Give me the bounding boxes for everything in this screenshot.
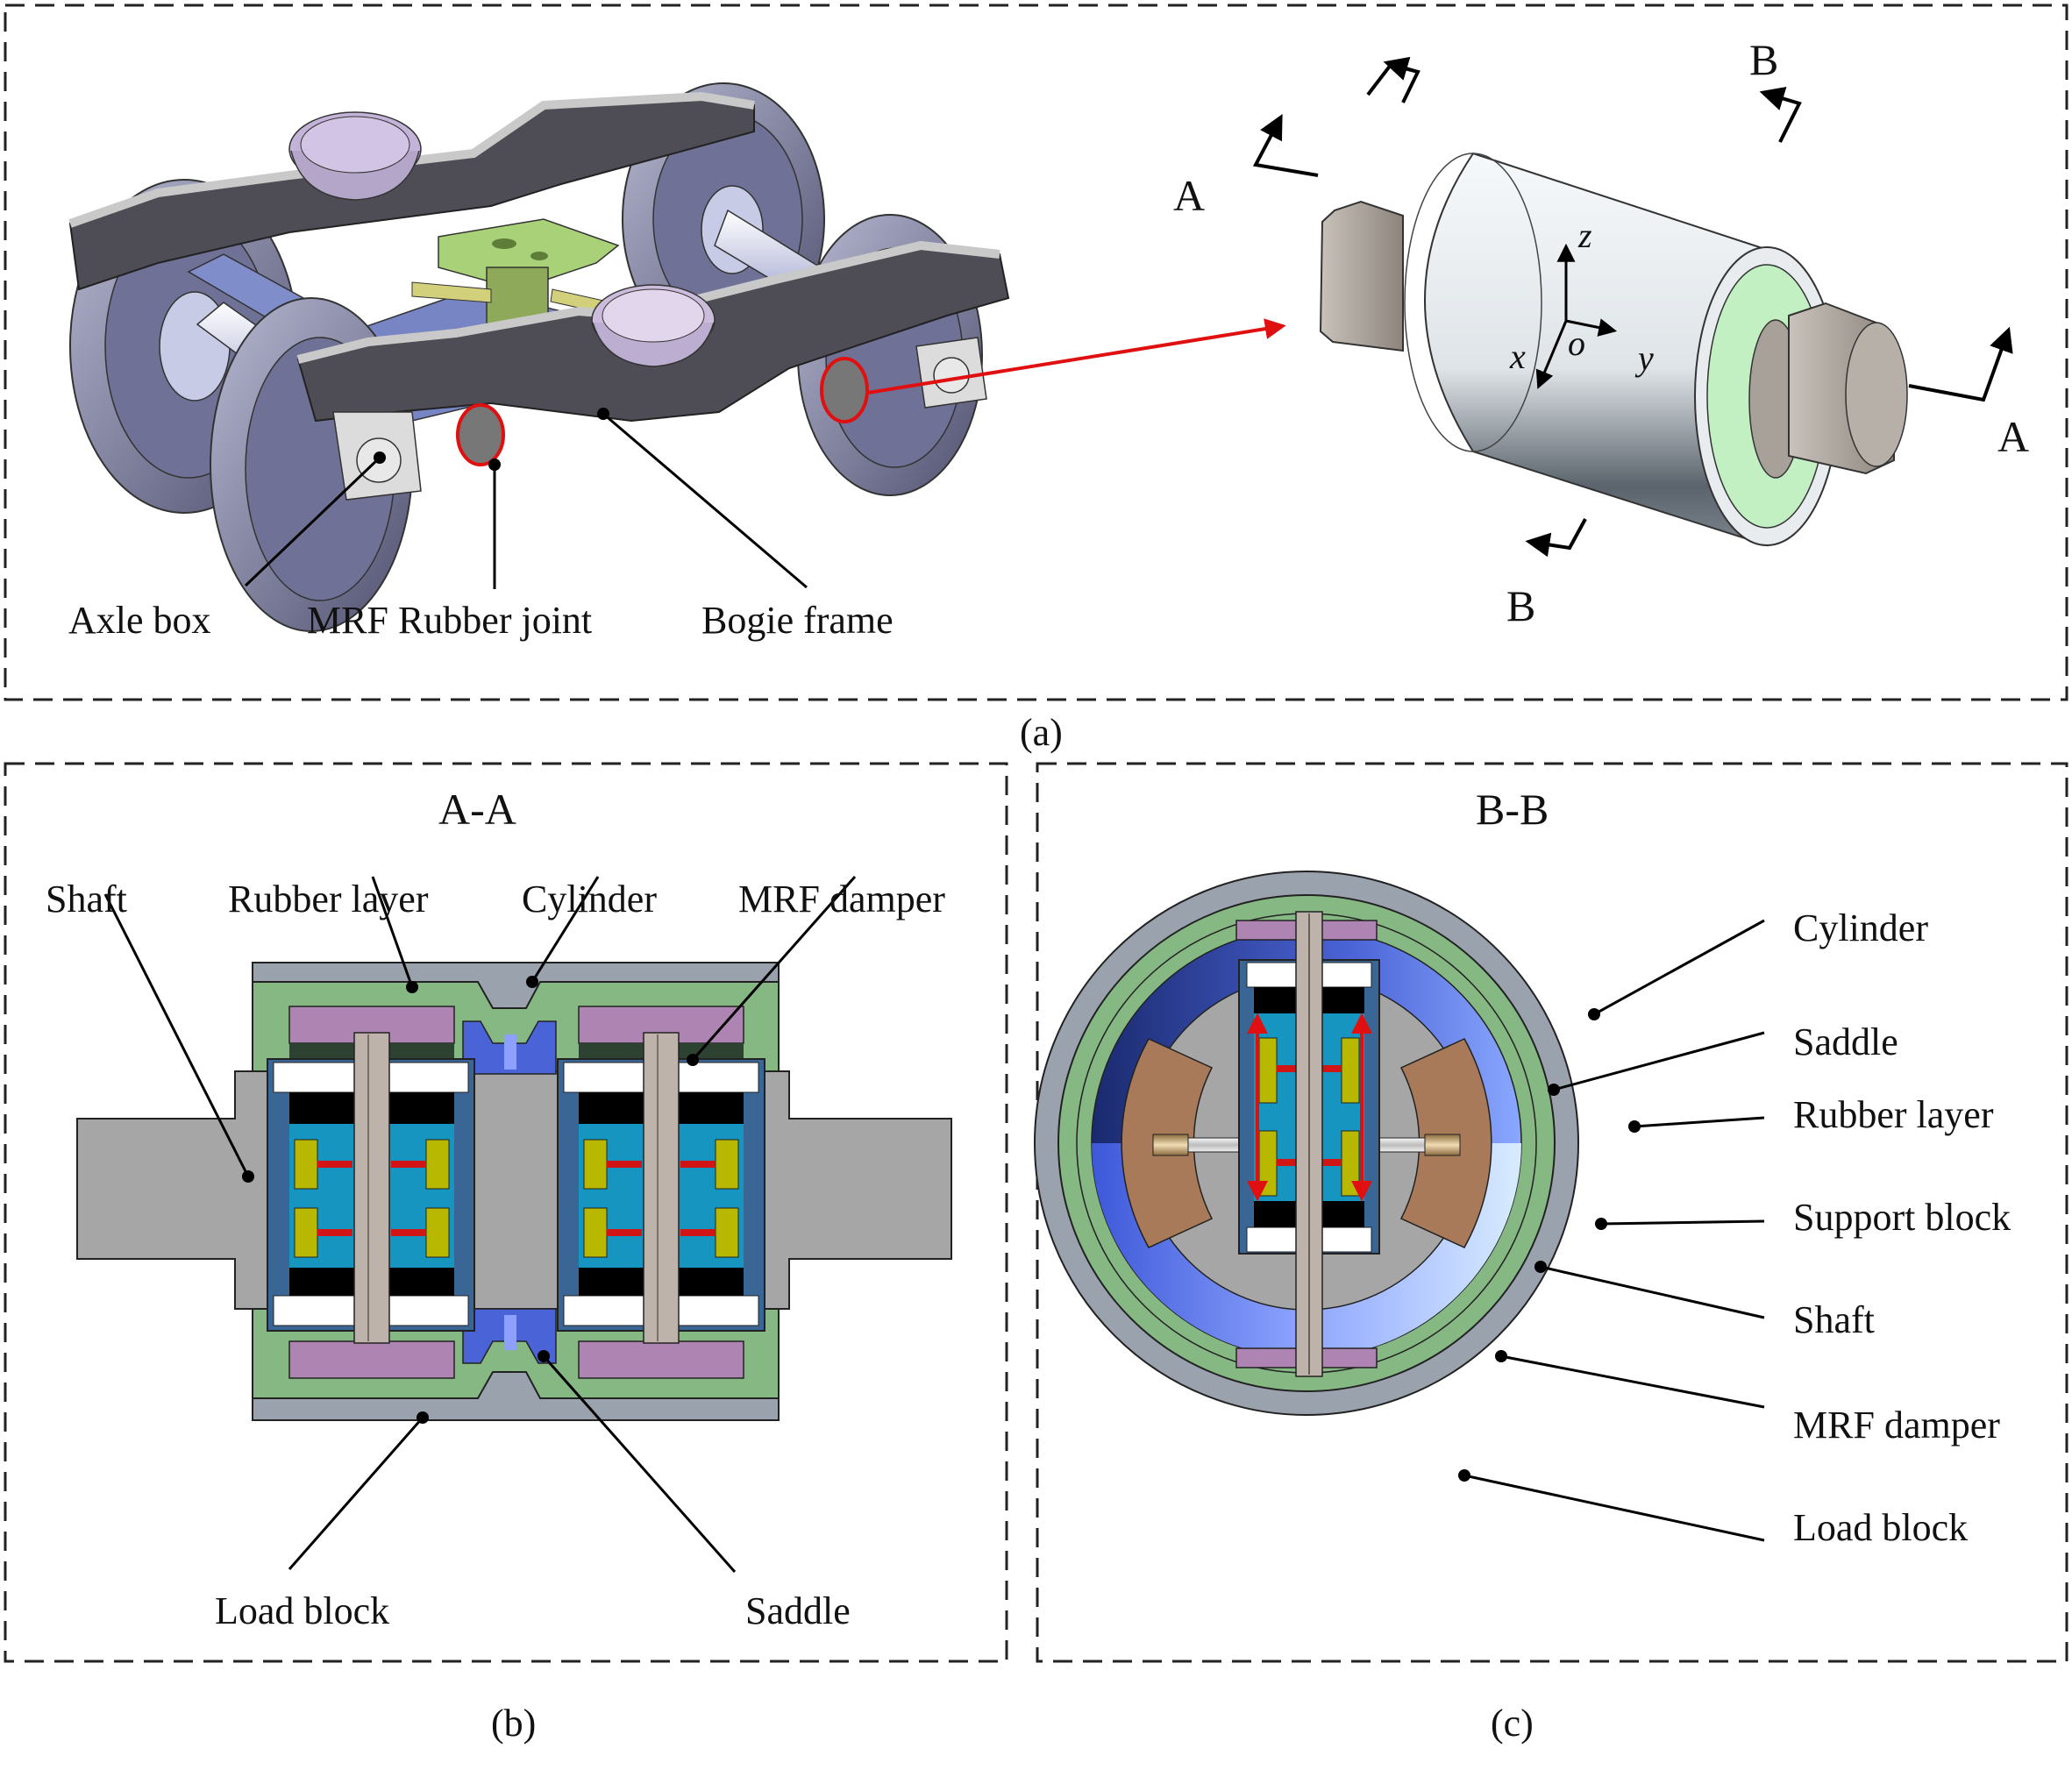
aa-mrf-damper-right <box>557 1032 765 1344</box>
aa-leader-shaft <box>103 893 250 1177</box>
bb-label-support-block: Support block <box>1793 1196 2011 1239</box>
panel-b-frame <box>4 762 1008 1663</box>
section-title-aa: A-A <box>438 785 516 834</box>
axle-box-rear <box>915 337 987 409</box>
bb-mrf-damper <box>1238 911 1380 1377</box>
label-bogie-frame: Bogie frame <box>701 599 894 642</box>
bb-leader-load-block <box>1463 1474 1765 1542</box>
section-label-a-right: A <box>1997 412 2029 461</box>
axis-label-y: y <box>1634 338 1654 378</box>
caption-a: (a) <box>1020 711 1063 754</box>
aa-label-mrf-damper: MRF damper <box>738 878 945 921</box>
aa-mrf-damper-left <box>267 1032 475 1344</box>
aa-shaft <box>76 1070 952 1310</box>
bb-label-saddle: Saddle <box>1793 1020 1898 1063</box>
air-spring-front <box>591 284 716 367</box>
panel-c: B-B <box>1034 762 2068 1663</box>
axis-label-origin: o <box>1568 323 1585 363</box>
leader-bogie-frame <box>602 412 808 589</box>
bb-leader-cylinder <box>1593 919 1765 1016</box>
section-label-b-bottom: B <box>1506 581 1535 630</box>
bb-leader-support-block <box>1600 1219 1765 1226</box>
aa-leader-rubber-layer <box>371 876 414 988</box>
aa-load-block-br <box>578 1340 744 1379</box>
section-label-b-top: B <box>1749 35 1778 84</box>
caption-b: (b) <box>491 1702 536 1745</box>
panel-c-frame <box>1036 762 2068 1663</box>
section-mark-b-top: B <box>1366 35 1778 103</box>
aa-load-block-bl <box>288 1340 455 1379</box>
shaft-end-left <box>1319 200 1404 352</box>
section-mark-a-left: A <box>1173 114 1319 220</box>
panel-a-frame <box>4 4 2068 701</box>
label-mrf-rubber-joint: MRF Rubber joint <box>307 599 592 642</box>
aa-label-shaft: Shaft <box>46 878 127 921</box>
aa-leader-cylinder <box>530 876 600 983</box>
bb-label-load-block: Load block <box>1793 1506 1968 1549</box>
bogie-illustration <box>68 82 1010 632</box>
aa-label-saddle: Saddle <box>745 1589 851 1632</box>
aa-label-rubber-layer: Rubber layer <box>228 878 429 921</box>
panel-a: Axle box MRF Rubber joint Bogie frame z <box>4 4 2068 701</box>
bb-label-mrf-damper: MRF damper <box>1793 1404 2000 1447</box>
caption-c: (c) <box>1491 1702 1534 1745</box>
rubber-joint-callout-front <box>456 403 505 466</box>
axis-label-z: z <box>1577 216 1592 255</box>
section-arrow-b-top <box>1759 87 1802 143</box>
bb-leader-rubber-layer <box>1634 1116 1765 1128</box>
section-mark-a-right: A <box>1908 326 2029 461</box>
rubber-joint-callout-rear <box>820 357 869 423</box>
axis-label-x: x <box>1509 337 1526 376</box>
label-axle-box: Axle box <box>68 599 211 642</box>
air-spring-rear <box>288 111 422 201</box>
coordinate-axes: z y x o <box>1509 216 1654 389</box>
section-label-a-left: A <box>1173 171 1205 220</box>
bb-leader-shaft <box>1540 1265 1765 1319</box>
leader-axle-box <box>244 456 381 587</box>
magnify-arrow <box>867 318 1286 395</box>
bb-label-shaft: Shaft <box>1793 1298 1875 1341</box>
bb-leader-mrf-damper <box>1500 1354 1765 1409</box>
aa-label-load-block: Load block <box>215 1589 389 1632</box>
aa-leader-saddle <box>542 1355 737 1573</box>
rubber-joint-3d: z y x o A A B B <box>1173 35 2029 630</box>
bb-label-rubber-layer: Rubber layer <box>1793 1093 1994 1136</box>
aa-leader-mrf-damper <box>691 876 857 1061</box>
section-title-bb: B-B <box>1476 785 1549 834</box>
panel-b: A-A <box>4 762 1008 1663</box>
aa-leader-load-block <box>288 1417 424 1570</box>
section-mark-b-bottom: B <box>1506 518 1587 630</box>
aa-label-cylinder: Cylinder <box>522 878 657 921</box>
bb-leader-saddle <box>1553 1031 1765 1091</box>
bb-label-cylinder: Cylinder <box>1793 906 1928 949</box>
